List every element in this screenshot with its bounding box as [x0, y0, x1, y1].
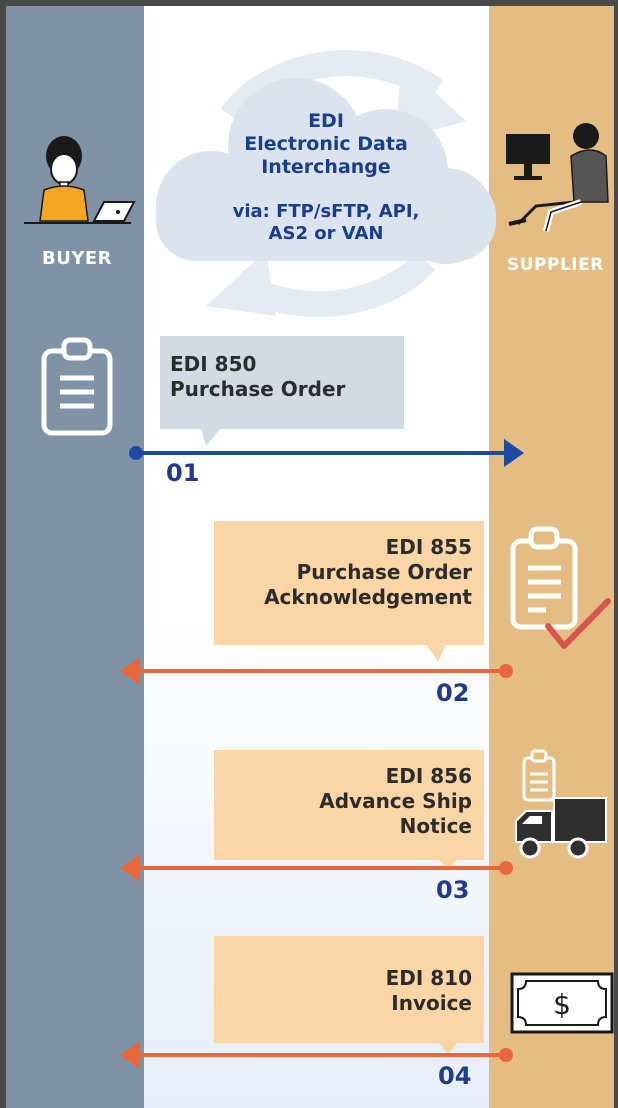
cloud-icon [156, 78, 496, 264]
step-01-box: EDI 850 Purchase Order [160, 336, 404, 429]
step-04-arrow [120, 1041, 513, 1069]
cloud-layer [156, 50, 496, 318]
step-03-pointer [438, 859, 458, 870]
step-03-line-2: Advance Ship [319, 789, 472, 813]
step-01-number: 01 [166, 459, 200, 487]
dollar-bill-icon: $ [510, 972, 614, 1034]
step-01-line-2: Purchase Order [170, 377, 346, 401]
step-01-arrow [129, 439, 524, 467]
step-02-arrow [120, 657, 513, 685]
step-01-line-1: EDI 850 [170, 352, 257, 376]
cloud-title-line-3: Interchange [261, 156, 391, 178]
delivery-truck-icon [515, 749, 607, 859]
step-01-pointer [201, 428, 221, 446]
step-03-arrow [120, 854, 513, 882]
cloud-via-line-2: AS2 or VAN [268, 223, 384, 244]
step-02-pointer [426, 644, 446, 662]
step-03-line-3: Notice [399, 814, 472, 838]
step-04-number: 04 [438, 1062, 472, 1090]
supplier-person-icon [506, 123, 609, 232]
step-02-line-1: EDI 855 [385, 535, 472, 559]
step-04-line-2: Invoice [391, 991, 472, 1015]
step-02-box: EDI 855 Purchase Order Acknowledgement [214, 521, 484, 645]
cloud-label: EDI Electronic Data Interchange via: FTP… [186, 110, 466, 245]
step-03-line-1: EDI 856 [385, 764, 472, 788]
cloud-title-line-1: EDI [308, 110, 344, 132]
buyer-label: BUYER [42, 248, 113, 269]
step-02-line-3: Acknowledgement [264, 585, 472, 609]
cycle-arrow-head-bottom [206, 251, 276, 316]
step-02-number: 02 [436, 679, 470, 707]
arrows-layer [120, 428, 524, 1069]
buyer-person-icon [24, 136, 136, 224]
clipboard-icon [41, 337, 113, 436]
illustrations-layer: $ [24, 123, 614, 1034]
step-02-line-2: Purchase Order [296, 560, 472, 584]
clipboard-check-icon [510, 526, 611, 649]
step-04-box: EDI 810 Invoice [214, 936, 484, 1043]
cloud-title-line-2: Electronic Data [244, 133, 408, 155]
step-03-box: EDI 856 Advance Ship Notice [214, 750, 484, 860]
step-04-line-1: EDI 810 [385, 966, 472, 990]
step-03-number: 03 [436, 876, 470, 904]
cloud-via-line-1: via: FTP/sFTP, API, [232, 201, 420, 222]
supplier-label: SUPPLIER [507, 255, 604, 275]
step-04-pointer [438, 1042, 458, 1054]
svg-text:$: $ [553, 988, 571, 1021]
